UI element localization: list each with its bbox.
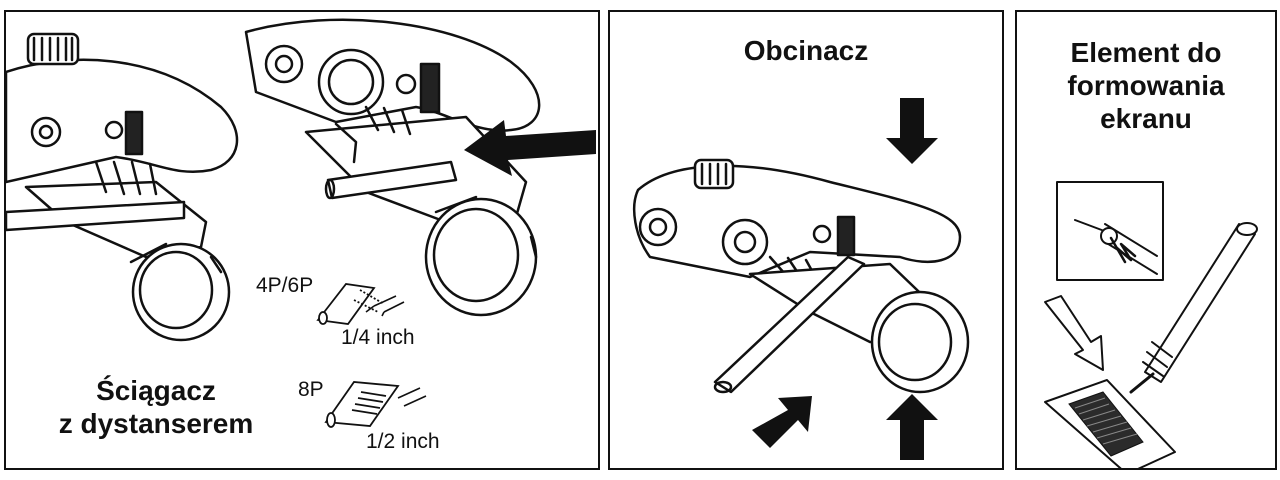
strip-length-8p-label: 1/2 inch xyxy=(366,430,440,453)
shield-former-caption: Element do formowania ekranu xyxy=(1017,36,1275,135)
cutter-panel: Obcinacz xyxy=(608,10,1004,470)
shield-former-caption-line2: formowania xyxy=(1067,70,1225,102)
coax-cable xyxy=(1144,223,1256,383)
right-flat-cable xyxy=(326,160,458,200)
shield-former-illustration xyxy=(1044,181,1258,468)
left-knob xyxy=(26,32,80,66)
left-tool-body xyxy=(6,58,239,184)
strip-length-4p6p-label: 1/4 inch xyxy=(341,326,415,349)
shield-former-caption-line1: Element do xyxy=(1070,37,1222,68)
left-flat-cable xyxy=(6,200,186,232)
stripper-panel: 4P/6P 1/4 inch 8P 1/2 inch Ściągacz z dy… xyxy=(4,10,600,470)
diagonal-arrow-icon xyxy=(752,396,812,448)
cutter-flat-cable xyxy=(713,255,866,394)
cutter-illustration xyxy=(632,98,970,460)
cable-8p-label: 8P xyxy=(298,378,324,401)
cutter-finger-ring xyxy=(870,290,970,394)
cable-4p6p-label: 4P/6P xyxy=(256,274,314,297)
shield-former-caption-line3: ekranu xyxy=(1100,103,1192,135)
stripper-caption: Ściągacz z dystanserem xyxy=(26,374,286,440)
shield-former-mesh xyxy=(1068,391,1144,457)
right-tool-body xyxy=(244,18,541,132)
cable-4p6p-diagram xyxy=(316,283,376,325)
stripper-caption-line2: z dystanserem xyxy=(58,408,254,440)
stripper-caption-line1: Ściągacz xyxy=(96,375,216,406)
cutter-knob xyxy=(693,158,735,190)
cutter-tool-body xyxy=(632,164,962,279)
cutter-caption: Obcinacz xyxy=(743,35,869,66)
cable-8p-diagram xyxy=(324,381,400,427)
shield-former-panel: Element do formowania ekranu xyxy=(1015,10,1277,470)
insert-arrow-icon xyxy=(464,120,596,176)
right-finger-ring xyxy=(424,197,538,317)
hollow-arrow-icon xyxy=(1044,295,1104,371)
up-arrow-icon xyxy=(886,394,938,460)
down-arrow-icon xyxy=(886,98,938,164)
stripper-illustration xyxy=(6,18,596,428)
left-finger-ring xyxy=(131,242,231,342)
